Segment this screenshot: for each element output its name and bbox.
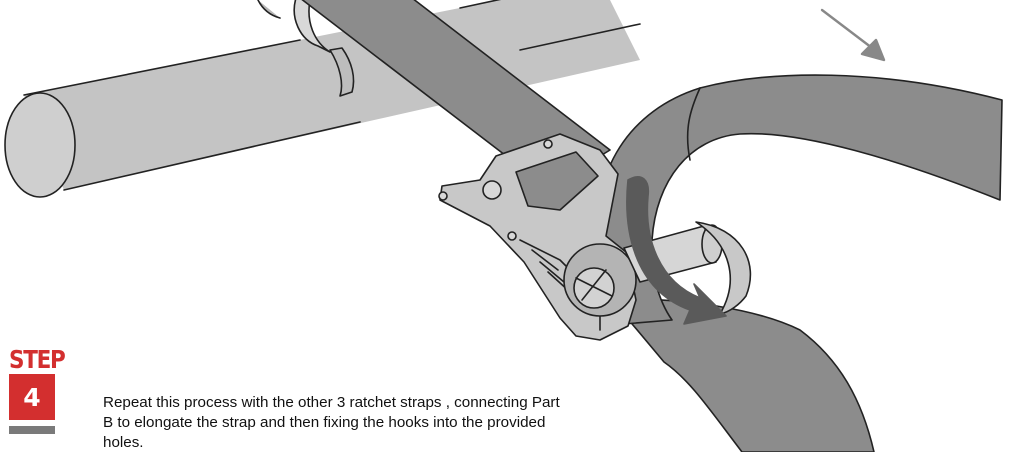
ratchet-buckle [438, 133, 752, 341]
step-label: STEP [9, 345, 66, 374]
looped-strap [596, 74, 1003, 325]
strap-hook [293, 0, 355, 97]
direction-arrow-icon [820, 8, 886, 62]
horizontal-bar [4, 0, 641, 198]
instruction-text: Repeat this process with the other 3 rat… [103, 394, 560, 451]
tightening-arrow-icon [626, 176, 727, 325]
ratchet-bolt [482, 180, 502, 200]
step-number: 4 [9, 374, 55, 420]
main-strap [301, 0, 611, 189]
step-underline [9, 426, 55, 434]
step-badge: STEP 4 [9, 345, 66, 434]
bar-end-cap [4, 92, 76, 198]
